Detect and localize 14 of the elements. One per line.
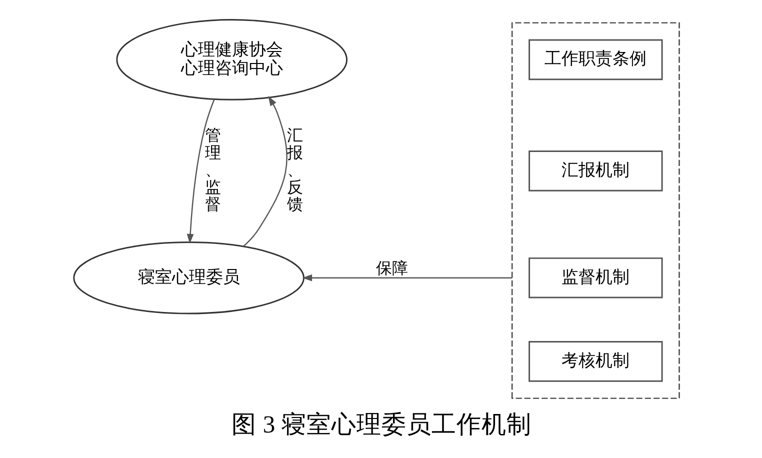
edge-label: 保障 <box>375 258 408 278</box>
arrow <box>242 96 287 247</box>
arrow <box>302 274 512 282</box>
node-box: 监督机制 <box>528 257 662 298</box>
node-box: 汇报机制 <box>528 150 662 192</box>
arrow <box>186 99 214 244</box>
edge-label: 汇报、反馈 <box>286 126 303 214</box>
cluster <box>510 22 680 399</box>
node-box: 考核机制 <box>528 341 662 382</box>
caption: 图 3 寝室心理委员工作机制 <box>231 412 531 439</box>
node-ellipse: 寝室心理委员 <box>72 241 304 314</box>
node-box: 工作职责条例 <box>528 39 662 80</box>
edge-label: 管理、监督 <box>204 126 220 214</box>
node-ellipse: 心理健康协会 心理咨询中心 <box>116 19 348 100</box>
